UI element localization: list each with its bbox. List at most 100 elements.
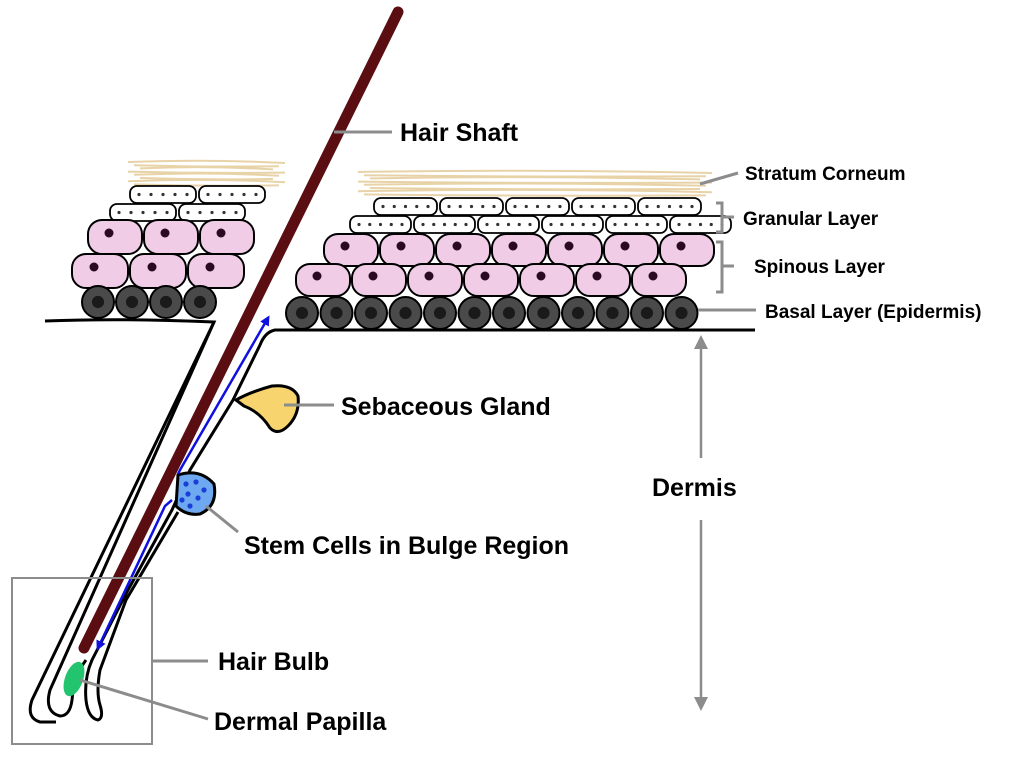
dermis-label: Dermis [652, 474, 737, 502]
granular-granule [210, 210, 214, 215]
corneum-fiber [357, 188, 713, 194]
granular-granule [506, 222, 511, 227]
granular-granule [117, 210, 121, 215]
stem-cell-dot [179, 497, 185, 503]
granular-granule [230, 192, 234, 197]
stem-cells-leader [205, 504, 239, 534]
basal-nucleus [675, 306, 688, 320]
spinous-nucleus [508, 241, 518, 251]
granular-layer-label: Granular Layer [743, 209, 879, 230]
granular-granule [381, 204, 385, 209]
stem-cell-dots [179, 479, 207, 509]
granular-granule [222, 210, 226, 215]
granular-granule [426, 204, 430, 209]
basal-nucleus [159, 295, 173, 309]
hair-shaft [78, 6, 404, 654]
spinous-cell [295, 263, 351, 297]
spinous-cell [463, 263, 519, 297]
granular-granule [547, 204, 551, 209]
spinous-cell [71, 253, 129, 289]
spinous-cell [491, 233, 547, 267]
basal-layer-label: Basal Layer (Epidermis) [765, 302, 981, 323]
granular-granule [392, 204, 396, 209]
spinous-nucleus [424, 271, 434, 281]
spinous-cell [631, 263, 687, 297]
corneum-fiber [357, 169, 713, 174]
corneum-fiber [127, 159, 286, 164]
granular-granule [403, 204, 408, 209]
spinous-nucleus [89, 262, 99, 272]
follicle-outline-right [84, 328, 755, 722]
granular-granule [624, 204, 628, 209]
granular-granule [590, 204, 594, 209]
stratum-corneum-left [127, 159, 286, 187]
granular-granule [186, 210, 190, 215]
stem-cell-downward-migration-arrow [96, 499, 173, 651]
sebaceous-gland [233, 384, 300, 433]
spinous-cell [143, 219, 199, 255]
granular-granule [153, 210, 157, 215]
basal-nucleus [606, 306, 619, 320]
corneum-fiber [127, 178, 286, 184]
spinous-cell [187, 253, 245, 289]
granular-granule [141, 210, 145, 215]
basal-nucleus [91, 295, 105, 309]
granular-granule [161, 192, 165, 197]
spinous-cell [129, 253, 187, 289]
basal-nucleus [193, 295, 207, 309]
spinous-nucleus [104, 228, 114, 238]
spinous-cell [407, 263, 463, 297]
basal-nucleus [502, 306, 516, 320]
corneum-fiber [369, 176, 701, 181]
granular-granule [496, 222, 500, 227]
granular-granule [234, 210, 238, 215]
stem-cell-dot [183, 481, 189, 487]
sebaceous-gland-label: Sebaceous Gland [341, 393, 551, 421]
granular-granule [624, 222, 628, 227]
spinous-nucleus [160, 228, 170, 238]
stem-cells-label: Stem Cells in Bulge Region [244, 532, 569, 560]
dermal-papilla-leader [79, 678, 209, 721]
granular-granule [173, 192, 177, 197]
spinous-cell [603, 233, 659, 267]
spinous-nucleus [536, 271, 546, 281]
granular-granule [464, 222, 468, 227]
spinous-nucleus [312, 271, 322, 281]
granular-layer-bracket [716, 201, 734, 234]
spinous-cell [519, 263, 575, 297]
stem-cell-upward-migration-arrow [176, 315, 270, 475]
stem-cell-dot [195, 495, 201, 501]
granular-granule [206, 192, 210, 197]
spinous-cell [659, 233, 715, 267]
granular-granule [400, 222, 404, 227]
spinous-nucleus [340, 241, 350, 251]
granular-granule [198, 210, 202, 215]
granular-granule [165, 210, 169, 215]
granular-granule [579, 204, 583, 209]
spinous-cell [351, 263, 407, 297]
granular-granule [528, 222, 532, 227]
granular-granule [581, 222, 585, 227]
stratum-corneum-label: Stratum Corneum [745, 164, 905, 185]
stratum-corneum-leader [699, 171, 739, 186]
basal-nucleus [125, 295, 139, 309]
stem-cell-dot [193, 479, 199, 485]
spinous-nucleus [648, 271, 658, 281]
corneum-fiber [133, 172, 280, 177]
granular-granule [415, 204, 419, 209]
granular-granule [688, 222, 692, 227]
basal-nucleus [537, 306, 550, 320]
stratum-corneum-right [357, 169, 713, 197]
granular-granule [517, 222, 521, 227]
granular-granule [421, 222, 425, 227]
spinous-cell [575, 263, 631, 297]
spinous-nucleus [564, 241, 574, 251]
granular-granule [698, 222, 703, 227]
granular-granule [485, 222, 489, 227]
granular-granule [560, 222, 564, 227]
spinous-cell [87, 219, 143, 255]
granular-granule [709, 222, 713, 227]
basal-nucleus [571, 306, 585, 320]
granular-granule [481, 204, 485, 209]
